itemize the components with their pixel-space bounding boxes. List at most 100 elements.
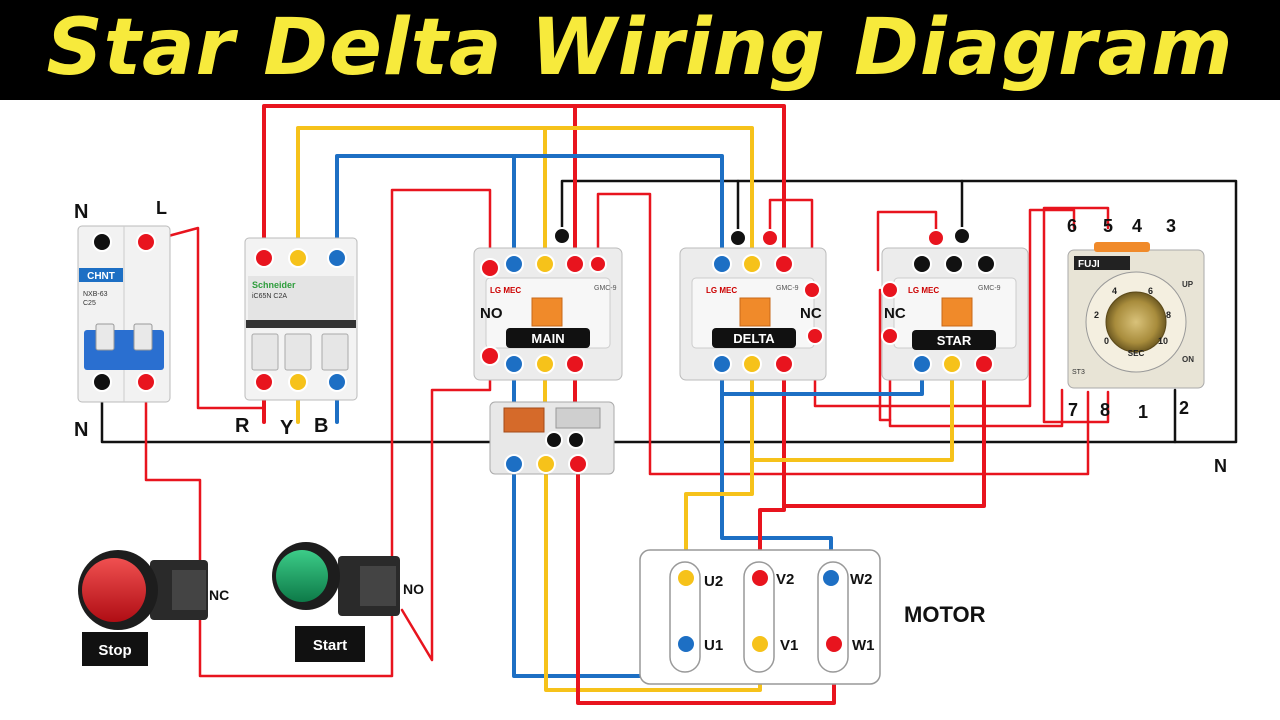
main-coil-wire (596, 192, 1090, 476)
main-no-out-terminal (480, 346, 500, 366)
mcb-y-out-terminal (288, 372, 308, 392)
breaker-n-label: N (74, 201, 88, 223)
phase-y-label: Y (280, 417, 294, 439)
star-a1-terminal (927, 229, 945, 247)
delta-a2-terminal (729, 229, 747, 247)
main-l3-terminal (504, 254, 524, 274)
mcb-r-toggle[interactable] (251, 333, 279, 371)
overload-aux2-terminal (567, 431, 585, 449)
timer-pin-7: 7 (1068, 400, 1078, 420)
motor-w2-label: W2 (850, 571, 873, 588)
breaker-rating: C25 (83, 300, 96, 307)
breaker-l-in-terminal (136, 232, 156, 252)
main-l2-terminal (535, 254, 555, 274)
delta-model: GMC-9 (776, 285, 799, 292)
timer-dial-knob[interactable] (1105, 291, 1167, 353)
mcb-r-out-terminal (254, 372, 274, 392)
mcb-y-toggle[interactable] (284, 333, 312, 371)
timer-pin5-wire (1042, 206, 1110, 424)
motor-label: MOTOR (904, 602, 986, 627)
stop-label: Stop (98, 642, 131, 659)
timer-pin-4: 4 (1132, 216, 1142, 236)
motor-terminal-box (639, 549, 881, 685)
star-link-wire (878, 288, 892, 422)
main-aux-label: NO (480, 305, 503, 322)
page-title: Star Delta Wiring Diagram (46, 3, 1234, 93)
timer-scale-6: 6 (1148, 286, 1153, 296)
start-label-box (295, 626, 365, 662)
overload-relay (489, 401, 615, 475)
breaker-l-out-terminal (136, 372, 156, 392)
fuji-timer: FUJI UP ON 0 2 4 6 8 10 SEC ST3 (1067, 242, 1205, 389)
delta-nc-in-terminal (803, 281, 821, 299)
motor-w1-terminal (824, 634, 844, 654)
timer-neutral-label: N (1214, 456, 1227, 476)
schneider-mcb: Schneider iC65N C2A (244, 237, 358, 401)
timer-pin-8: 8 (1100, 400, 1110, 420)
star-label: STAR (937, 333, 972, 348)
phase-y-wire (296, 126, 754, 266)
stop-start-wire (198, 608, 394, 678)
phase-r-wire (262, 104, 786, 266)
motor-u1-label: U1 (704, 637, 723, 654)
delta-coil-wire (768, 198, 814, 292)
motor-w2-terminal (821, 568, 841, 588)
timer-brand: FUJI (1078, 259, 1100, 270)
delta-red-to-v2 (758, 362, 786, 580)
star-contactor: LG MEC GMC-9 STAR (881, 227, 1029, 381)
timer-scale-10: 10 (1158, 336, 1168, 346)
star-nc-in-terminal (881, 281, 899, 299)
delta-nc-out-terminal (806, 327, 824, 345)
delta-l3-terminal (712, 254, 732, 274)
star-yellow-bus (750, 362, 954, 462)
delta-contactor: LG MEC GMC-9 DELTA (679, 229, 827, 381)
start-button[interactable] (272, 542, 400, 616)
overload-aux1-terminal (545, 431, 563, 449)
delta-l1-terminal (774, 254, 794, 274)
timer-pin-6: 6 (1067, 216, 1077, 236)
timer-scale-8: 8 (1166, 310, 1171, 320)
timer-scale-4: 4 (1112, 286, 1117, 296)
main-t1-terminal (565, 354, 585, 374)
motor-v1-terminal (750, 634, 770, 654)
delta-yellow-to-u2 (684, 362, 754, 580)
star-t3-terminal (912, 354, 932, 374)
timer-scale-0: 0 (1104, 336, 1109, 346)
star-aux-label: NC (884, 305, 906, 322)
motor-v2-label: V2 (776, 571, 794, 588)
delta-a1-terminal (761, 229, 779, 247)
timer-mode: UP (1182, 280, 1194, 289)
timer-pin-2: 2 (1179, 398, 1189, 418)
delta-t1-terminal (774, 354, 794, 374)
star-brand: LG MEC (908, 286, 939, 295)
start-hold-wire (400, 354, 492, 662)
star-l2-terminal (944, 254, 964, 274)
mcb-b-toggle[interactable] (321, 333, 349, 371)
timer-pin-3: 3 (1166, 216, 1176, 236)
main-brand: LG MEC (490, 286, 521, 295)
star-l1-terminal (976, 254, 996, 274)
neutral-label: N (74, 419, 88, 441)
star-t1-terminal (974, 354, 994, 374)
timer-model: ST3 (1072, 369, 1085, 376)
star-model: GMC-9 (978, 285, 1001, 292)
star-red-bus (782, 362, 986, 508)
overload-red-terminal (568, 454, 588, 474)
star-a2-terminal (953, 227, 971, 245)
stop-button-cap[interactable] (82, 558, 146, 622)
timer-pin-1: 1 (1138, 402, 1148, 422)
motor-v1-label: V1 (780, 637, 798, 654)
start-button-cap[interactable] (276, 550, 328, 602)
main-contactor: LG MEC GMC-9 MAIN (473, 227, 623, 381)
main-label: MAIN (531, 331, 564, 346)
breaker-n-in-terminal (92, 232, 112, 252)
motor-u2-terminal (676, 568, 696, 588)
breaker-model: NXB-63 (83, 291, 108, 298)
title-bar (0, 0, 1280, 100)
timer-unit: SEC (1128, 349, 1145, 358)
stop-button[interactable] (78, 550, 208, 630)
phase-b-wire (335, 154, 724, 266)
delta-l2-terminal (742, 254, 762, 274)
